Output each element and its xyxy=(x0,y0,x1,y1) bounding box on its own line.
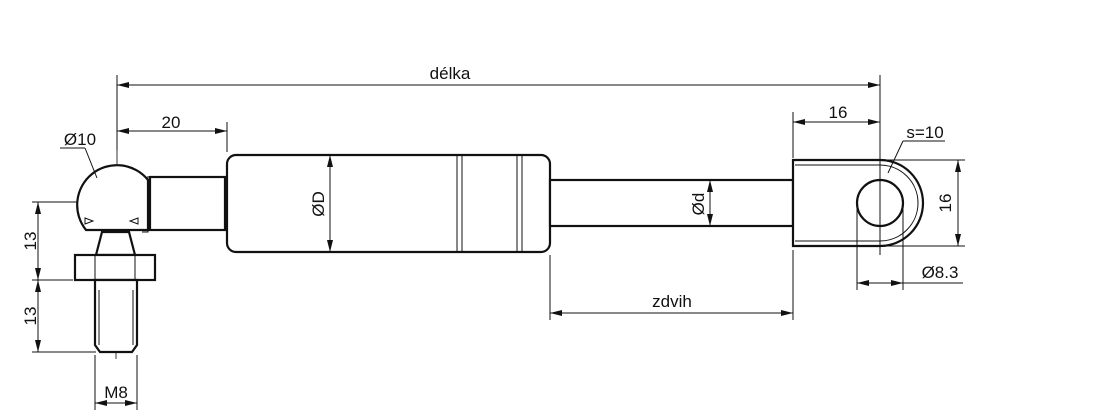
stroke-label: zdvih xyxy=(652,292,692,311)
height-upper-label: 13 xyxy=(21,232,40,251)
thread-label: M8 xyxy=(104,383,128,402)
rod-diameter-label: Ød xyxy=(689,193,708,216)
hole-diameter-label: Ø8.3 xyxy=(922,263,959,282)
length-label: délka xyxy=(430,64,471,83)
height-lower-label: 13 xyxy=(21,307,40,326)
ball-diameter-label: Ø10 xyxy=(64,130,96,149)
eye-thickness-label: s=10 xyxy=(906,123,943,142)
eye-length-label: 16 xyxy=(829,103,848,122)
eye-end xyxy=(791,110,925,255)
dimension-lines xyxy=(32,75,965,410)
piston-rod xyxy=(548,178,795,228)
ball-offset-label: 20 xyxy=(162,113,181,132)
eye-height-label: 16 xyxy=(936,194,955,213)
cylinder-body xyxy=(225,153,552,254)
ball-joint xyxy=(73,164,227,354)
body-diameter-label: ØD xyxy=(309,191,328,217)
